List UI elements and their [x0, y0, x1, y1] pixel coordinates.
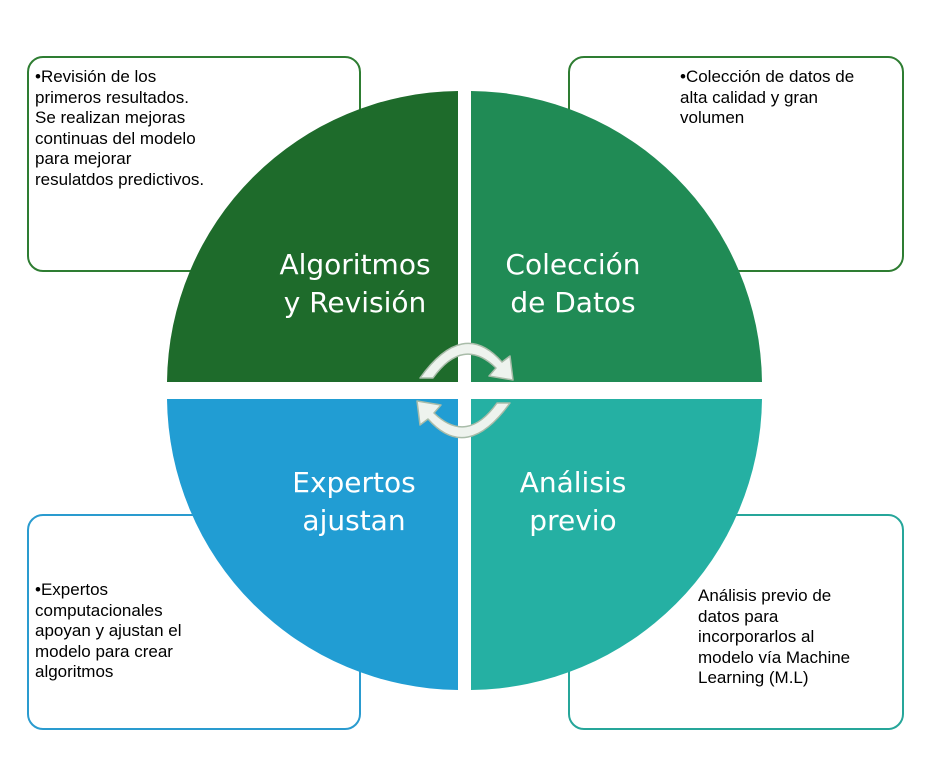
note-text-expertos: •Expertos computacionales apoyan y ajust…: [35, 580, 182, 681]
quadrant-title-coleccion-line2: de Datos: [510, 286, 635, 319]
note-text-analisis: Análisis previo de datos para incorporar…: [698, 586, 851, 687]
note-text-coleccion: •Colección de datos de alta calidad y gr…: [680, 67, 855, 127]
quadrant-expertos: [167, 399, 458, 690]
quadrant-title-analisis-line2: previo: [529, 504, 616, 537]
quadrant-coleccion: [471, 91, 762, 382]
quadrant-title-expertos-line1: Expertos: [292, 466, 415, 499]
curved-arrow-counterclockwise-icon: [416, 400, 511, 439]
quadrant-title-coleccion-line1: Colección: [505, 248, 640, 281]
curved-arrow-clockwise-icon: [419, 342, 514, 381]
note-text-algoritmos: •Revisión de los primeros resultados. Se…: [35, 67, 205, 189]
quadrant-algoritmos: [167, 91, 458, 382]
quadrant-title-algoritmos-line1: Algoritmos: [279, 248, 430, 281]
quadrant-title-algoritmos-line2: y Revisión: [284, 286, 427, 319]
quadrant-analisis: [471, 399, 762, 690]
quadrant-title-expertos-line2: ajustan: [302, 504, 405, 537]
quadrant-title-analisis-line1: Análisis: [520, 466, 627, 499]
